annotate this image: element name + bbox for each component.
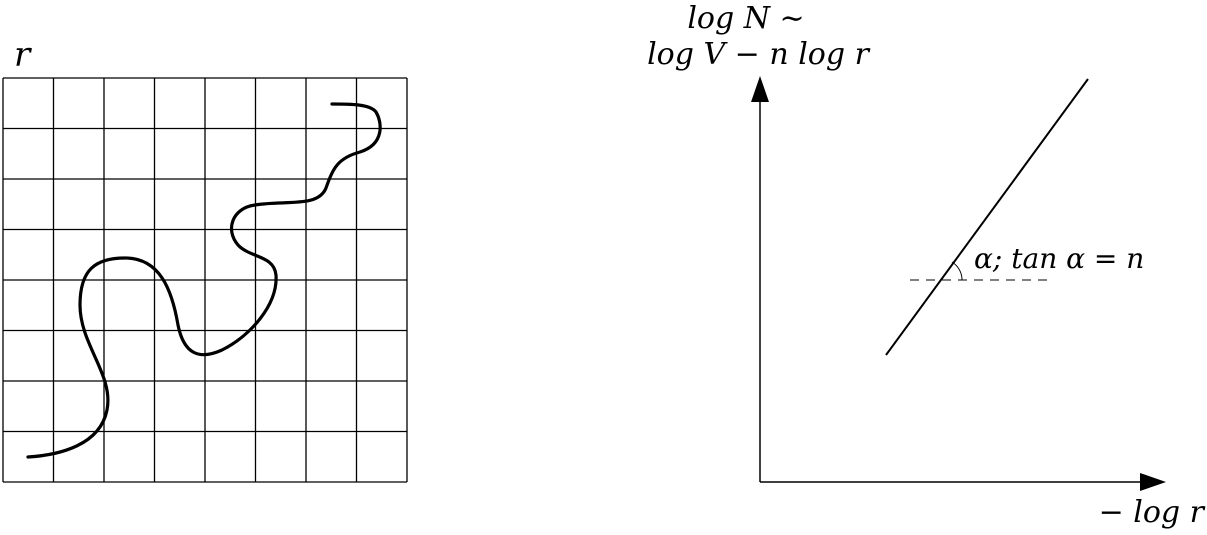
grid-scale-label: r bbox=[14, 35, 32, 75]
scaling-line bbox=[885, 78, 1089, 356]
x-axis-arrowhead bbox=[1140, 473, 1166, 491]
x-axis-label: − log r bbox=[1099, 495, 1206, 530]
y-axis-label-line2: log V − n log r bbox=[647, 37, 871, 72]
y-axis-label-line1: log N ∼ bbox=[687, 1, 804, 36]
fractal-curve bbox=[26, 102, 382, 459]
box-grid bbox=[2, 77, 408, 483]
y-axis-arrowhead bbox=[751, 76, 769, 102]
angle-annotation: α; tan α = n bbox=[974, 242, 1144, 275]
angle-arc bbox=[951, 261, 963, 281]
